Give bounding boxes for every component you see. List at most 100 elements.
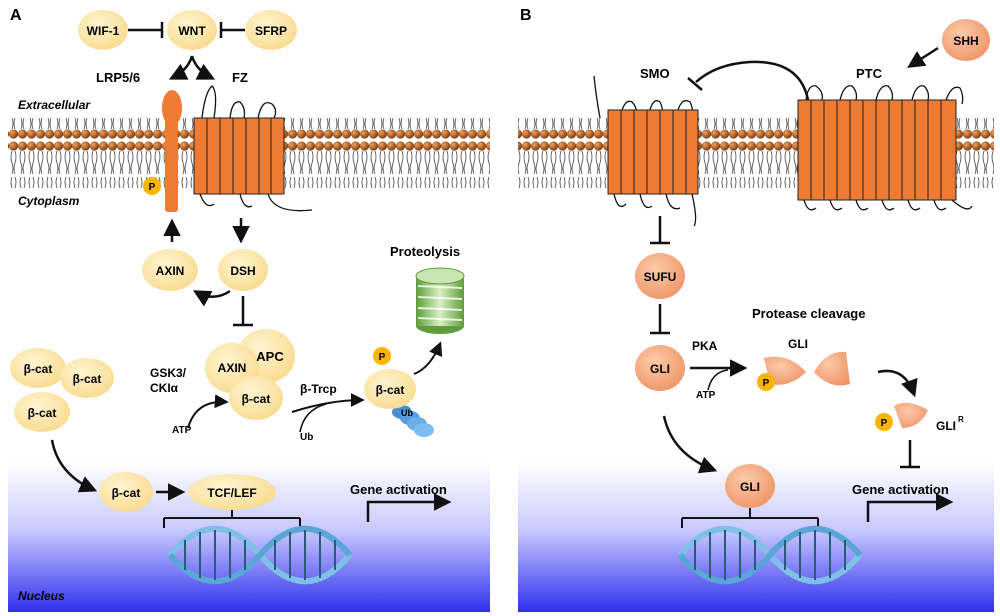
- dsh-node: DSH: [218, 249, 268, 291]
- sufu-inhibits-gli: [650, 304, 670, 335]
- bcat-ub-label: β-cat: [376, 383, 405, 397]
- phospho-gli-2: P: [875, 413, 893, 431]
- gene-activation-label-b: Gene activation: [852, 482, 949, 497]
- ptc-inhibits-smo-bar: [687, 77, 703, 91]
- gene-activation-arrow-a: [366, 493, 452, 522]
- gli-cleaved-label: GLI: [788, 337, 808, 351]
- sufu-node: SUFU: [635, 253, 685, 299]
- wnt-to-fz-arrow: [190, 55, 216, 80]
- inhibition-bars-top: [128, 22, 245, 38]
- wnt-label: WNT: [178, 24, 206, 38]
- ptc-receptor: [797, 85, 973, 211]
- to-proteolysis-arrow: [413, 341, 443, 375]
- wif1-node: WIF-1: [78, 10, 128, 50]
- ptc-label: PTC: [856, 66, 883, 81]
- wnt-node: WNT: [167, 10, 217, 50]
- wnt-to-lrp-arrow: [168, 55, 194, 80]
- gli-nucleus-node: GLI: [725, 464, 775, 508]
- bcat-free-2: β-cat: [60, 358, 114, 398]
- fz-receptor: [193, 85, 313, 212]
- dna-helix-b: [677, 525, 863, 585]
- smo-label: SMO: [640, 66, 670, 81]
- sfrp-label: SFRP: [255, 24, 287, 38]
- tcf-label: TCF/LEF: [207, 486, 256, 500]
- gli-cleaved-halves: [764, 351, 850, 386]
- bcat-complex-label: β-cat: [242, 392, 271, 406]
- dsh-to-axin-arrow: [192, 289, 231, 307]
- dsh-label: DSH: [230, 264, 255, 278]
- bcat-free-3: β-cat: [14, 392, 70, 432]
- bcat-nucleus: β-cat: [99, 472, 153, 512]
- smo-inhibits-sufu: [650, 216, 670, 245]
- nucleus-label: Nucleus: [18, 589, 65, 603]
- glir-inhibits-gene: [900, 440, 920, 469]
- ub-chain-label: Ub: [401, 408, 413, 418]
- glir-node: [894, 402, 928, 428]
- axin-node: AXIN: [142, 249, 198, 291]
- bcat-nuc-label: β-cat: [112, 486, 141, 500]
- shh-to-ptc-arrow: [907, 46, 939, 68]
- proteasome-icon: [415, 267, 465, 334]
- phospho-lrp: P: [143, 177, 161, 195]
- wif1-label: WIF-1: [87, 24, 120, 38]
- atp-label-b: ATP: [696, 390, 716, 401]
- gsk3-label-1: GSK3/: [150, 366, 187, 380]
- gli-nuc-label: GLI: [740, 480, 760, 494]
- phospho-bcat-label: P: [379, 352, 386, 363]
- sufu-label: SUFU: [644, 270, 677, 284]
- bcat-free-1: β-cat: [10, 348, 66, 388]
- gli-node: GLI: [635, 345, 685, 391]
- ptc-inhibits-smo: [695, 60, 810, 101]
- pka-label: PKA: [692, 339, 718, 353]
- shh-node: SHH: [942, 19, 990, 61]
- protease-label: Protease cleavage: [752, 306, 865, 321]
- phospho-bcat: P: [373, 347, 391, 365]
- tcf-lef-node: TCF/LEF: [188, 474, 276, 510]
- gene-activation-label-a: Gene activation: [350, 482, 447, 497]
- smo-receptor: [593, 75, 699, 227]
- atp-arrow-a: [187, 394, 229, 429]
- cytoplasm-label: Cytoplasm: [18, 194, 80, 208]
- bcat-free-3-label: β-cat: [28, 406, 57, 420]
- proteolysis-label: Proteolysis: [390, 244, 460, 259]
- ub-arrow: [291, 393, 365, 413]
- lrp-receptor: [162, 90, 182, 212]
- glir-superscript: R: [958, 415, 964, 424]
- ub-chain: [392, 405, 434, 437]
- panel-b-letter: B: [520, 7, 532, 24]
- gli-to-nucleus-arrow: [662, 415, 718, 474]
- axin-label: AXIN: [156, 264, 185, 278]
- gene-activation-arrow-b: [866, 493, 954, 522]
- bcat-to-nucleus-arrow: [50, 439, 98, 493]
- ub-entry-curve: [299, 403, 327, 433]
- bcat-ubiquitinated: β-cat Ub: [364, 369, 416, 418]
- axin2-label: AXIN: [218, 361, 247, 375]
- phospho-gli-1: P: [757, 373, 775, 391]
- panel-a-letter: A: [10, 7, 22, 24]
- fz-label: FZ: [232, 70, 248, 85]
- atp-curve-b: [707, 369, 729, 391]
- gsk3-label-2: CKIα: [150, 381, 179, 395]
- cleavage-to-glir-arrow: [877, 369, 918, 398]
- glir-label: GLI: [936, 419, 956, 433]
- extracellular-label: Extracellular: [18, 98, 91, 112]
- phospho-gli-1-label: P: [763, 378, 770, 389]
- apc-label: APC: [256, 349, 284, 364]
- ub-label: Ub: [300, 432, 313, 443]
- promoter-bracket-b: [681, 508, 819, 528]
- phospho-gli-2-label: P: [881, 418, 888, 429]
- destruction-complex: APC AXIN β-cat: [205, 329, 295, 420]
- phospho-lrp-label: P: [149, 182, 156, 193]
- btrcp-label: β-Trcp: [300, 382, 337, 396]
- bcat-free-2-label: β-cat: [73, 372, 102, 386]
- sfrp-node: SFRP: [245, 10, 297, 50]
- shh-label: SHH: [953, 34, 978, 48]
- dsh-inhibits-complex: [233, 296, 253, 327]
- gli-label: GLI: [650, 362, 670, 376]
- dna-helix-a: [167, 525, 353, 585]
- lrp-label: LRP5/6: [96, 70, 140, 85]
- bcat-free-1-label: β-cat: [24, 362, 53, 376]
- atp-label-a: ATP: [172, 425, 192, 436]
